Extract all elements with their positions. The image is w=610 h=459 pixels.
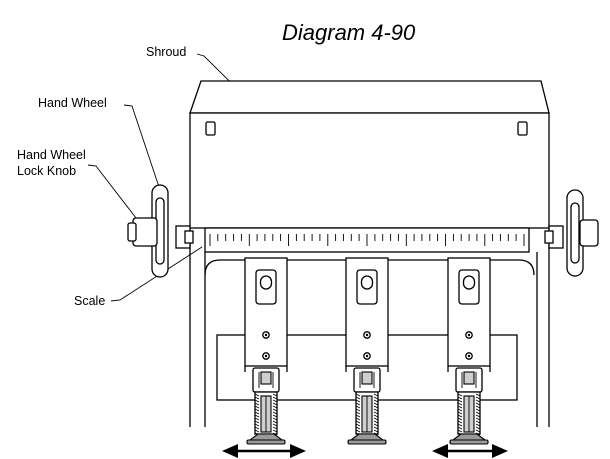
left-direction-arrow	[222, 444, 306, 458]
label-lock-knob-line1: Hand Wheel	[17, 148, 86, 162]
tool-slides	[244, 257, 491, 445]
right-hand-wheel-assembly	[544, 189, 599, 277]
label-hand-wheel: Hand Wheel	[38, 96, 107, 110]
scale-ticks	[209, 234, 525, 246]
label-lock-knob-line2: Lock Knob	[17, 164, 76, 178]
scale-bar	[204, 227, 530, 253]
tool-slide	[244, 257, 288, 445]
right-direction-arrow	[432, 444, 508, 458]
label-shroud: Shroud	[146, 45, 186, 59]
tool-slide	[447, 257, 491, 445]
diagram-title: Diagram 4-90	[282, 20, 416, 45]
tool-slide	[345, 257, 389, 445]
left-hand-wheel-assembly	[127, 184, 194, 278]
label-scale: Scale	[74, 294, 105, 308]
shroud	[189, 80, 550, 229]
